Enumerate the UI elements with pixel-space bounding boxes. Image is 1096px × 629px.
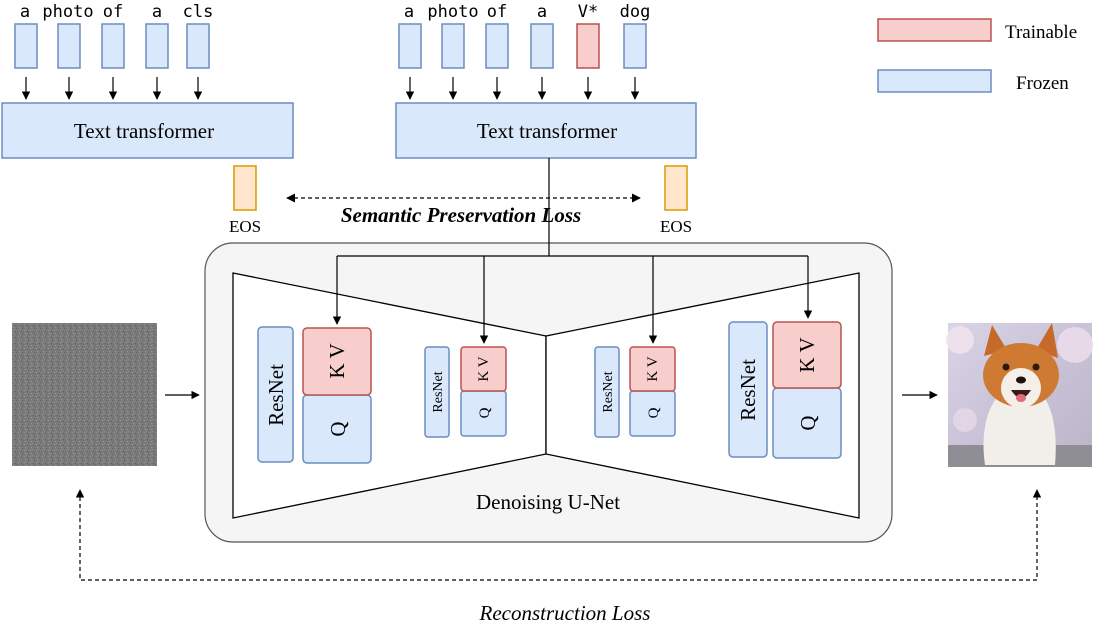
right-token-4: a xyxy=(537,2,547,22)
right-token-5: V* xyxy=(578,2,598,22)
kv-block-1-label: K V xyxy=(325,343,349,378)
left-text-transformer xyxy=(1,102,294,159)
left-token-2: photo xyxy=(42,2,93,22)
resnet-block-2 xyxy=(424,346,450,438)
kv-block-1 xyxy=(302,327,372,396)
q-block-3-label: Q xyxy=(646,407,662,418)
left-token-1: a xyxy=(20,2,30,22)
left-token-4: a xyxy=(152,2,162,22)
reconstruction-loss-label: Reconstruction Loss xyxy=(479,601,651,624)
q-block-4-label: Q xyxy=(796,415,820,430)
left-eos-embedding xyxy=(233,165,257,211)
kv-block-4 xyxy=(772,321,842,389)
semantic-preservation-loss: Semantic Preservation Loss xyxy=(286,193,641,227)
left-embedding-2 xyxy=(57,23,81,69)
reconstruction-loss-arrow xyxy=(75,489,1042,581)
right-prompt: a photo of a V* dog Text transformer EOS xyxy=(395,2,697,236)
right-embedding-4 xyxy=(530,23,554,69)
right-eos-embedding xyxy=(664,165,688,211)
right-embedding-2 xyxy=(441,23,465,69)
resnet-block-1 xyxy=(257,326,294,463)
kv-block-4-label: K V xyxy=(795,337,819,372)
semantic-loss-label: Semantic Preservation Loss xyxy=(341,203,581,227)
conditioning-lines xyxy=(332,158,813,344)
reconstruction-loss: Reconstruction Loss xyxy=(75,489,1042,625)
kv-block-3 xyxy=(629,346,676,392)
kv-block-3-label: K V xyxy=(645,356,661,381)
right-embedding-1 xyxy=(398,23,422,69)
right-text-transformer xyxy=(395,102,697,159)
left-prompt: a photo of a cls Text transformer EOS xyxy=(1,2,294,236)
unet-label: Denoising U-Net xyxy=(476,490,620,514)
output-dog-image xyxy=(946,323,1093,467)
q-block-2-label: Q xyxy=(477,407,493,418)
resnet-block-4 xyxy=(728,321,768,458)
resnet-block-4-label: ResNet xyxy=(736,359,760,421)
unet: Denoising U-Net ResNet Q K V ResNet Q K … xyxy=(204,158,893,543)
right-token-6: dog xyxy=(620,2,651,22)
q-block-1-label: Q xyxy=(326,421,350,436)
right-embedding-6 xyxy=(623,23,647,69)
legend: Trainable Frozen xyxy=(877,18,1077,94)
legend-trainable-swatch xyxy=(877,18,992,42)
left-embedding-1 xyxy=(14,23,38,69)
legend-frozen-swatch xyxy=(877,69,992,93)
legend-frozen-label: Frozen xyxy=(1016,73,1069,94)
resnet-block-1-label: ResNet xyxy=(264,364,288,426)
left-embedding-3 xyxy=(101,23,125,69)
kv-block-2-label: K V xyxy=(476,356,492,381)
kv-block-2 xyxy=(460,346,507,392)
right-embedding-3 xyxy=(485,23,509,69)
right-eos-label: EOS xyxy=(660,217,692,236)
noise-input-image xyxy=(12,323,157,466)
left-token-3: of xyxy=(103,2,123,22)
resnet-block-2-label: ResNet xyxy=(431,371,446,412)
left-token-5: cls xyxy=(183,2,214,22)
right-text-transformer-label: Text transformer xyxy=(477,119,617,143)
right-embedding-5-trainable xyxy=(576,23,600,69)
right-token-2: photo xyxy=(427,2,478,22)
right-token-3: of xyxy=(487,2,507,22)
left-embedding-4 xyxy=(145,23,169,69)
left-eos-label: EOS xyxy=(229,217,261,236)
legend-trainable-label: Trainable xyxy=(1005,22,1077,43)
resnet-block-3-label: ResNet xyxy=(601,371,616,412)
left-embedding-5 xyxy=(186,23,210,69)
left-text-transformer-label: Text transformer xyxy=(74,119,214,143)
resnet-block-3 xyxy=(594,346,620,438)
right-token-1: a xyxy=(404,2,414,22)
